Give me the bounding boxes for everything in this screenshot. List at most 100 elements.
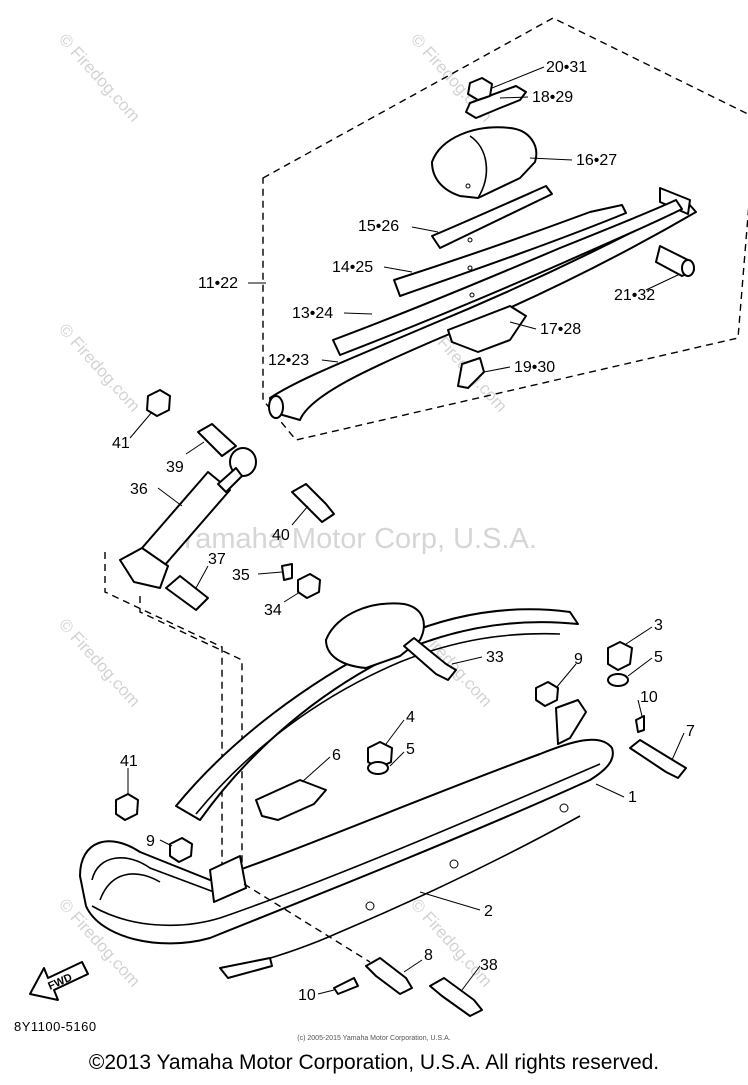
cotter-pin-10-rear <box>333 977 359 995</box>
shock-rod <box>217 467 243 493</box>
callout-3: 3 <box>654 617 663 634</box>
collar-37 <box>165 575 209 611</box>
callout-40: 40 <box>272 527 290 544</box>
ski-group <box>79 602 687 1017</box>
leaf-eye <box>268 395 284 419</box>
clamp-block-16 <box>431 126 538 199</box>
nut-41-bottom <box>115 793 139 821</box>
callout-9-rear: 9 <box>146 833 155 850</box>
callout-4: 4 <box>406 709 415 726</box>
leader <box>529 157 573 161</box>
runner-tip <box>219 957 273 979</box>
leader <box>129 411 153 439</box>
leader <box>595 783 625 798</box>
lower-leaf-spring-inner <box>195 632 561 815</box>
leader <box>461 965 481 991</box>
bolt-axis-line <box>243 883 371 963</box>
washer-5-mid <box>367 761 389 775</box>
callout-41-top: 41 <box>112 435 130 452</box>
callout-5-front: 5 <box>654 649 663 666</box>
leader <box>509 321 537 330</box>
callout-7: 7 <box>686 723 695 740</box>
leaf-spring-14 <box>393 204 627 297</box>
forward-arrow: FWD <box>29 961 89 1001</box>
leaf-spring-15 <box>431 185 553 249</box>
plate-17 <box>447 305 527 353</box>
shock-guide-line <box>104 552 243 880</box>
watermark: © Firedog.com <box>55 30 144 126</box>
leader <box>411 226 439 233</box>
callout-13-24: 13•24 <box>292 305 333 322</box>
copyright-notice: ©2013 Yamaha Motor Corporation, U.S.A. A… <box>88 1051 660 1074</box>
callout-11-22: 11•22 <box>198 275 238 292</box>
bolt-38 <box>429 977 483 1017</box>
leader <box>483 366 511 373</box>
leader <box>419 891 481 911</box>
runner-stud <box>559 803 569 813</box>
leader <box>403 959 423 973</box>
ski-bracket-6 <box>255 779 327 821</box>
callout-2: 2 <box>484 903 493 920</box>
leader <box>383 266 413 273</box>
diagram-code: 8Y1100-5160 <box>14 1019 97 1034</box>
leader <box>283 591 301 603</box>
callout-9-front: 9 <box>574 651 583 668</box>
leader <box>291 505 309 526</box>
ski-front-bracket <box>555 699 587 745</box>
leader <box>195 565 209 589</box>
leader <box>157 487 183 507</box>
nut-41-top <box>146 389 171 417</box>
watermark: © Firedog.com <box>55 320 144 416</box>
fwd-arrow-icon <box>29 961 89 1001</box>
callout-21-32: 21•32 <box>614 287 655 304</box>
leader <box>499 96 529 99</box>
callout-1: 1 <box>628 789 637 806</box>
callout-20-31: 20•31 <box>546 59 587 76</box>
bolt-33 <box>403 637 457 681</box>
ski-saddle-bracket <box>209 855 247 903</box>
bolt-40 <box>291 483 335 523</box>
leader <box>185 441 205 455</box>
callout-10-rear: 10 <box>298 987 316 1004</box>
callout-35: 35 <box>232 567 250 584</box>
leader <box>451 656 483 665</box>
ski-bumper <box>91 857 215 901</box>
shock-eye-bottom <box>119 547 169 589</box>
nut-3 <box>607 641 633 671</box>
bracket-18 <box>465 85 527 119</box>
fwd-label: FWD <box>46 972 74 993</box>
small-copyright: (c) 2005-2015 Yamaha Motor Corporation, … <box>297 1035 451 1042</box>
leader <box>645 273 681 291</box>
leader <box>321 359 339 363</box>
spring-clamp <box>325 602 425 669</box>
clamp-edge <box>469 135 488 199</box>
callout-36: 36 <box>130 481 148 498</box>
bolt-7 <box>629 739 687 779</box>
callout-14-25: 14•25 <box>332 259 373 276</box>
leaf-spring-12 <box>269 202 697 421</box>
callout-34: 34 <box>264 602 282 619</box>
pin-35 <box>281 563 293 581</box>
callout-37: 37 <box>208 551 226 568</box>
callout-6: 6 <box>332 747 341 764</box>
watermark: © Firedog.com <box>407 895 496 991</box>
callout-33: 33 <box>486 649 504 666</box>
callout-39: 39 <box>166 459 184 476</box>
callout-10-front: 10 <box>640 689 658 706</box>
leader <box>343 312 373 315</box>
bushing-end <box>681 259 695 277</box>
callout-41-bottom: 41 <box>120 753 138 770</box>
nut-34 <box>297 573 321 599</box>
callout-18-29: 18•29 <box>532 89 573 106</box>
nut-9-rear <box>169 837 193 863</box>
bolt-hole <box>467 237 473 243</box>
collar-39 <box>197 423 237 457</box>
center-watermark: Yamaha Motor Corp, U.S.A. <box>178 523 537 555</box>
watermark: © Firedog.com <box>55 615 144 711</box>
ski-edge <box>91 763 601 927</box>
runner-stud <box>365 901 375 911</box>
leader <box>389 751 405 767</box>
bolt-hole <box>469 292 475 298</box>
leader <box>671 732 685 761</box>
